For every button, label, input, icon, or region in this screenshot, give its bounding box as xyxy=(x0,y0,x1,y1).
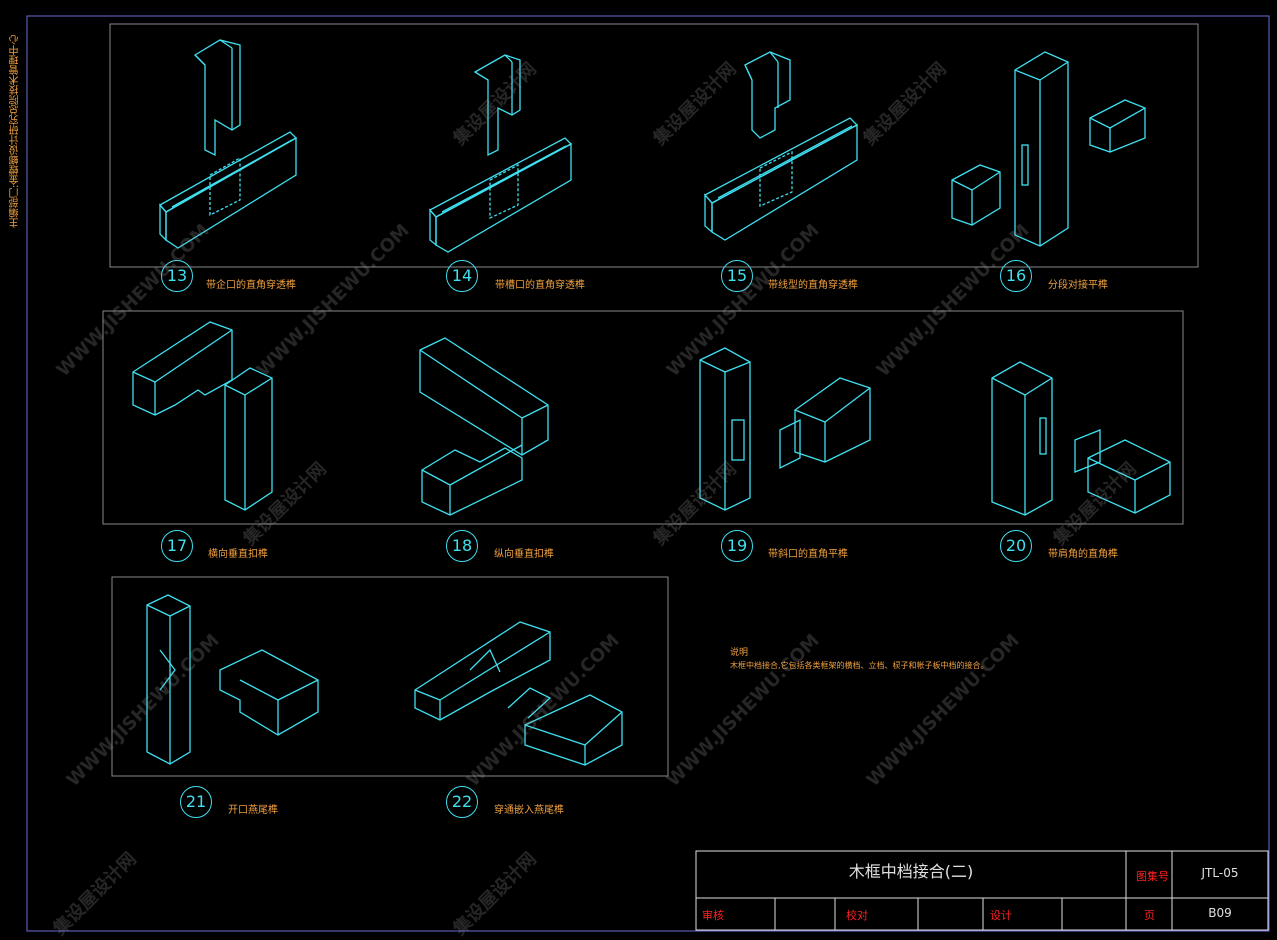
joint-21-number: 21 xyxy=(180,786,212,818)
page-label: 页 xyxy=(1144,909,1155,922)
joint-22-drawing xyxy=(414,621,623,766)
joint-19-drawing xyxy=(699,347,871,511)
joint-14-label: 带槽口的直角穿透榫 xyxy=(495,280,585,291)
joint-14-drawing xyxy=(428,54,573,253)
check-label: 校对 xyxy=(846,909,868,922)
joint-19-label: 带斜口的直角平榫 xyxy=(768,549,848,560)
design-label: 设计 xyxy=(990,909,1012,922)
notes-body: 木框中档接合,它包括各类框架的横档、立档、棂子和帐子板中档的接合。 xyxy=(730,661,989,670)
joint-16-label: 分段对接平榫 xyxy=(1048,280,1108,291)
joint-21-drawing xyxy=(146,594,319,765)
joint-21-label: 开口燕尾榫 xyxy=(228,805,278,816)
joint-20-number: 20 xyxy=(1000,530,1032,562)
joint-15-label: 带线型的直角穿透榫 xyxy=(768,280,858,291)
title-block-frame xyxy=(695,850,1269,931)
group-frame-row-2 xyxy=(102,310,1184,525)
joint-14-number: 14 xyxy=(446,260,478,292)
joint-18-label: 纵向垂直扣榫 xyxy=(494,549,554,560)
joint-20-drawing xyxy=(991,361,1171,516)
joint-15-drawing xyxy=(703,51,859,241)
joint-17-number: 17 xyxy=(161,530,193,562)
atlas-number-label: 图集号 xyxy=(1136,870,1169,883)
joint-17-drawing xyxy=(132,321,273,511)
joint-13-drawing xyxy=(158,39,298,249)
joint-16-drawing xyxy=(951,51,1146,247)
joint-20-label: 带肩角的直角榫 xyxy=(1048,549,1118,560)
atlas-number-value: JTL-05 xyxy=(1201,866,1239,880)
joint-15-number: 15 xyxy=(721,260,753,292)
joint-19-number: 19 xyxy=(721,530,753,562)
joint-13-number: 13 xyxy=(161,260,193,292)
joint-22-number: 22 xyxy=(446,786,478,818)
group-frame-row-3 xyxy=(111,576,669,777)
compiling-department-note: 主编部门:金螳螂设计研究总院技术管理中心 xyxy=(10,34,21,228)
page-value: B09 xyxy=(1208,906,1232,920)
joint-17-label: 横向垂直扣榫 xyxy=(208,549,268,560)
joint-16-number: 16 xyxy=(1000,260,1032,292)
joint-18-number: 18 xyxy=(446,530,478,562)
joint-13-label: 带企口的直角穿透榫 xyxy=(206,280,296,291)
review-label: 审核 xyxy=(702,909,724,922)
outer-frame xyxy=(26,15,1270,932)
group-frame-row-1 xyxy=(109,23,1199,268)
joint-18-drawing xyxy=(419,337,549,516)
joint-22-label: 穿通嵌入燕尾榫 xyxy=(494,805,564,816)
notes-title: 说明 xyxy=(730,648,749,658)
drawing-title: 木框中档接合(二) xyxy=(848,862,974,881)
